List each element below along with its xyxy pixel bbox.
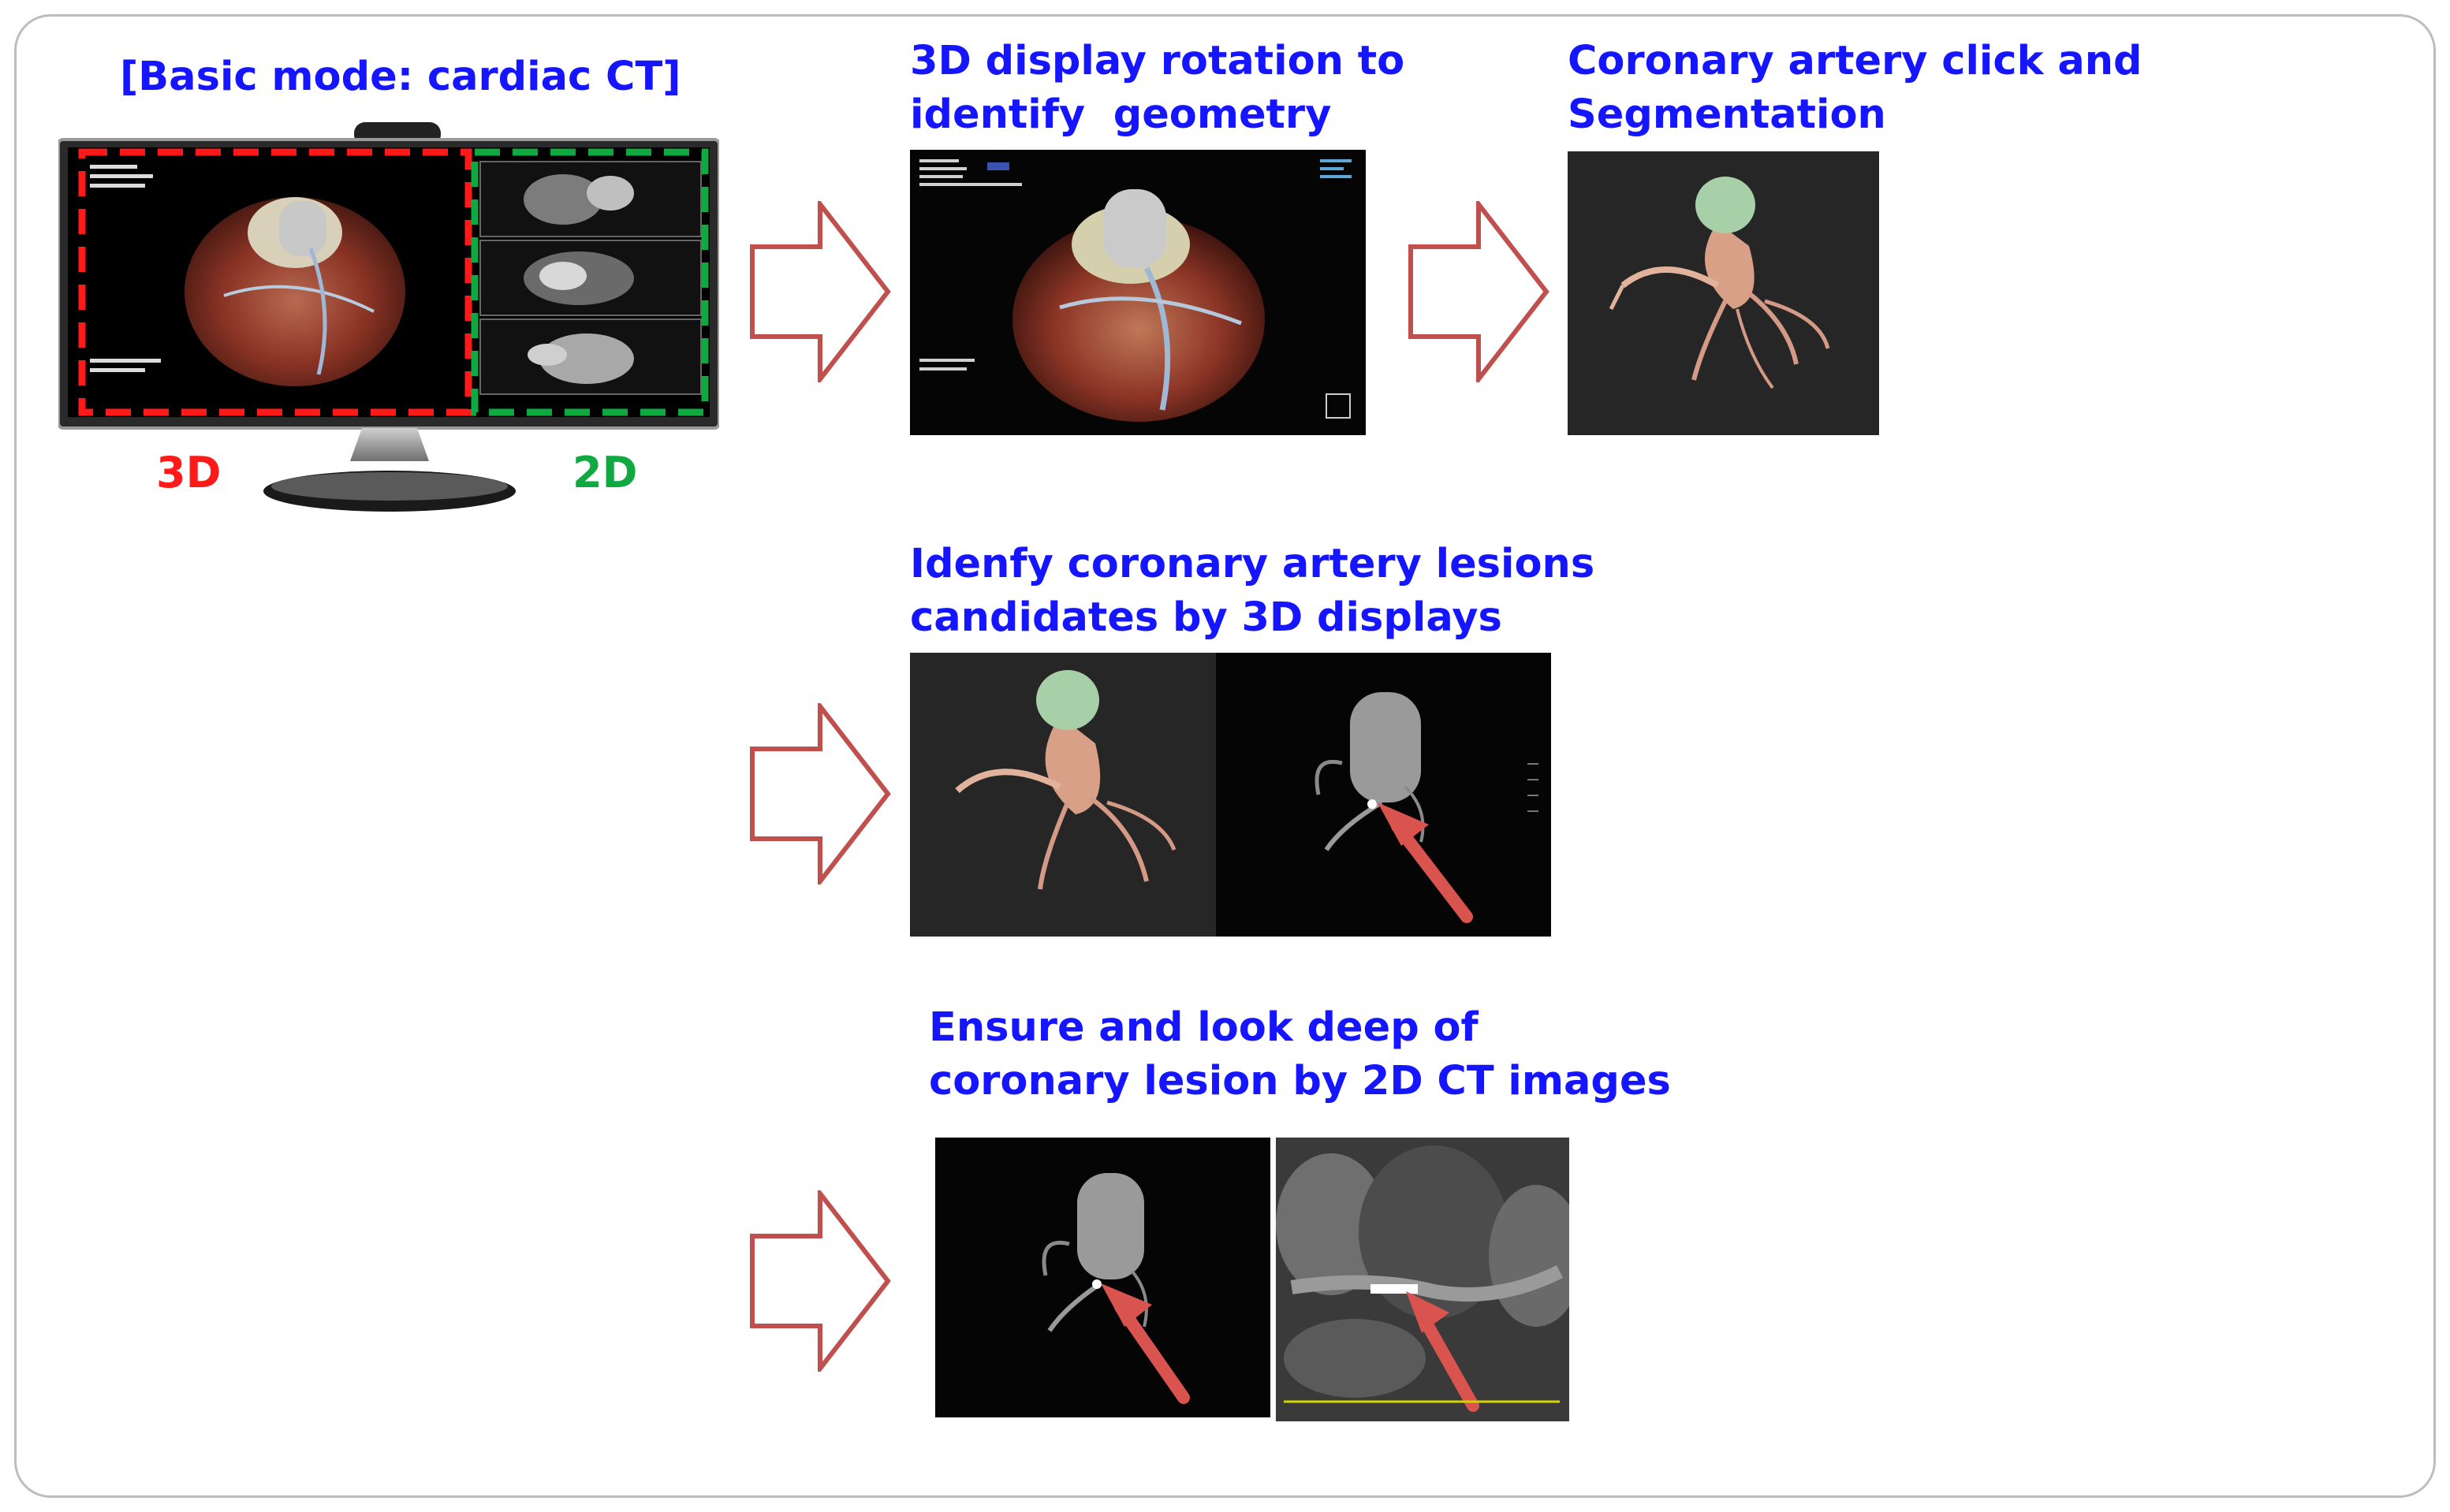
caption-step3: Idenfy coronary artery lesions candidate… bbox=[910, 541, 1595, 641]
ct-image-segmentation bbox=[1568, 151, 1879, 435]
ct-image-3d-heart bbox=[910, 150, 1366, 435]
caption-step4: Ensure and look deep of coronary lesion … bbox=[929, 1004, 1671, 1104]
right-outline-arrow-icon bbox=[1408, 201, 1549, 382]
lesion-pointer-arrow-icon bbox=[1391, 820, 1473, 923]
right-outline-arrow-icon bbox=[750, 703, 891, 884]
right-outline-arrow-icon bbox=[750, 1190, 891, 1372]
monitor-illustration bbox=[57, 122, 721, 516]
lesion-pointer-arrow-icon bbox=[1415, 1309, 1479, 1412]
label-3d: 3D bbox=[156, 448, 222, 497]
lesion-pointer-arrow-icon bbox=[1114, 1301, 1190, 1404]
ct-image-2d-detail-b bbox=[1276, 1138, 1569, 1421]
caption-step2: Coronary artery click and Segmentation bbox=[1568, 38, 2142, 138]
right-outline-arrow-icon bbox=[750, 201, 891, 382]
caption-basic-mode: [Basic mode: cardiac CT] bbox=[120, 54, 681, 100]
caption-step1: 3D display rotation to identify geometry bbox=[910, 38, 1405, 138]
ct-image-2d-detail-a bbox=[935, 1138, 1270, 1417]
ct-image-lesion-2d bbox=[1216, 653, 1551, 937]
label-2d: 2D bbox=[572, 448, 638, 497]
monitor-svg bbox=[57, 122, 721, 512]
ct-image-lesion-3d bbox=[910, 653, 1216, 937]
